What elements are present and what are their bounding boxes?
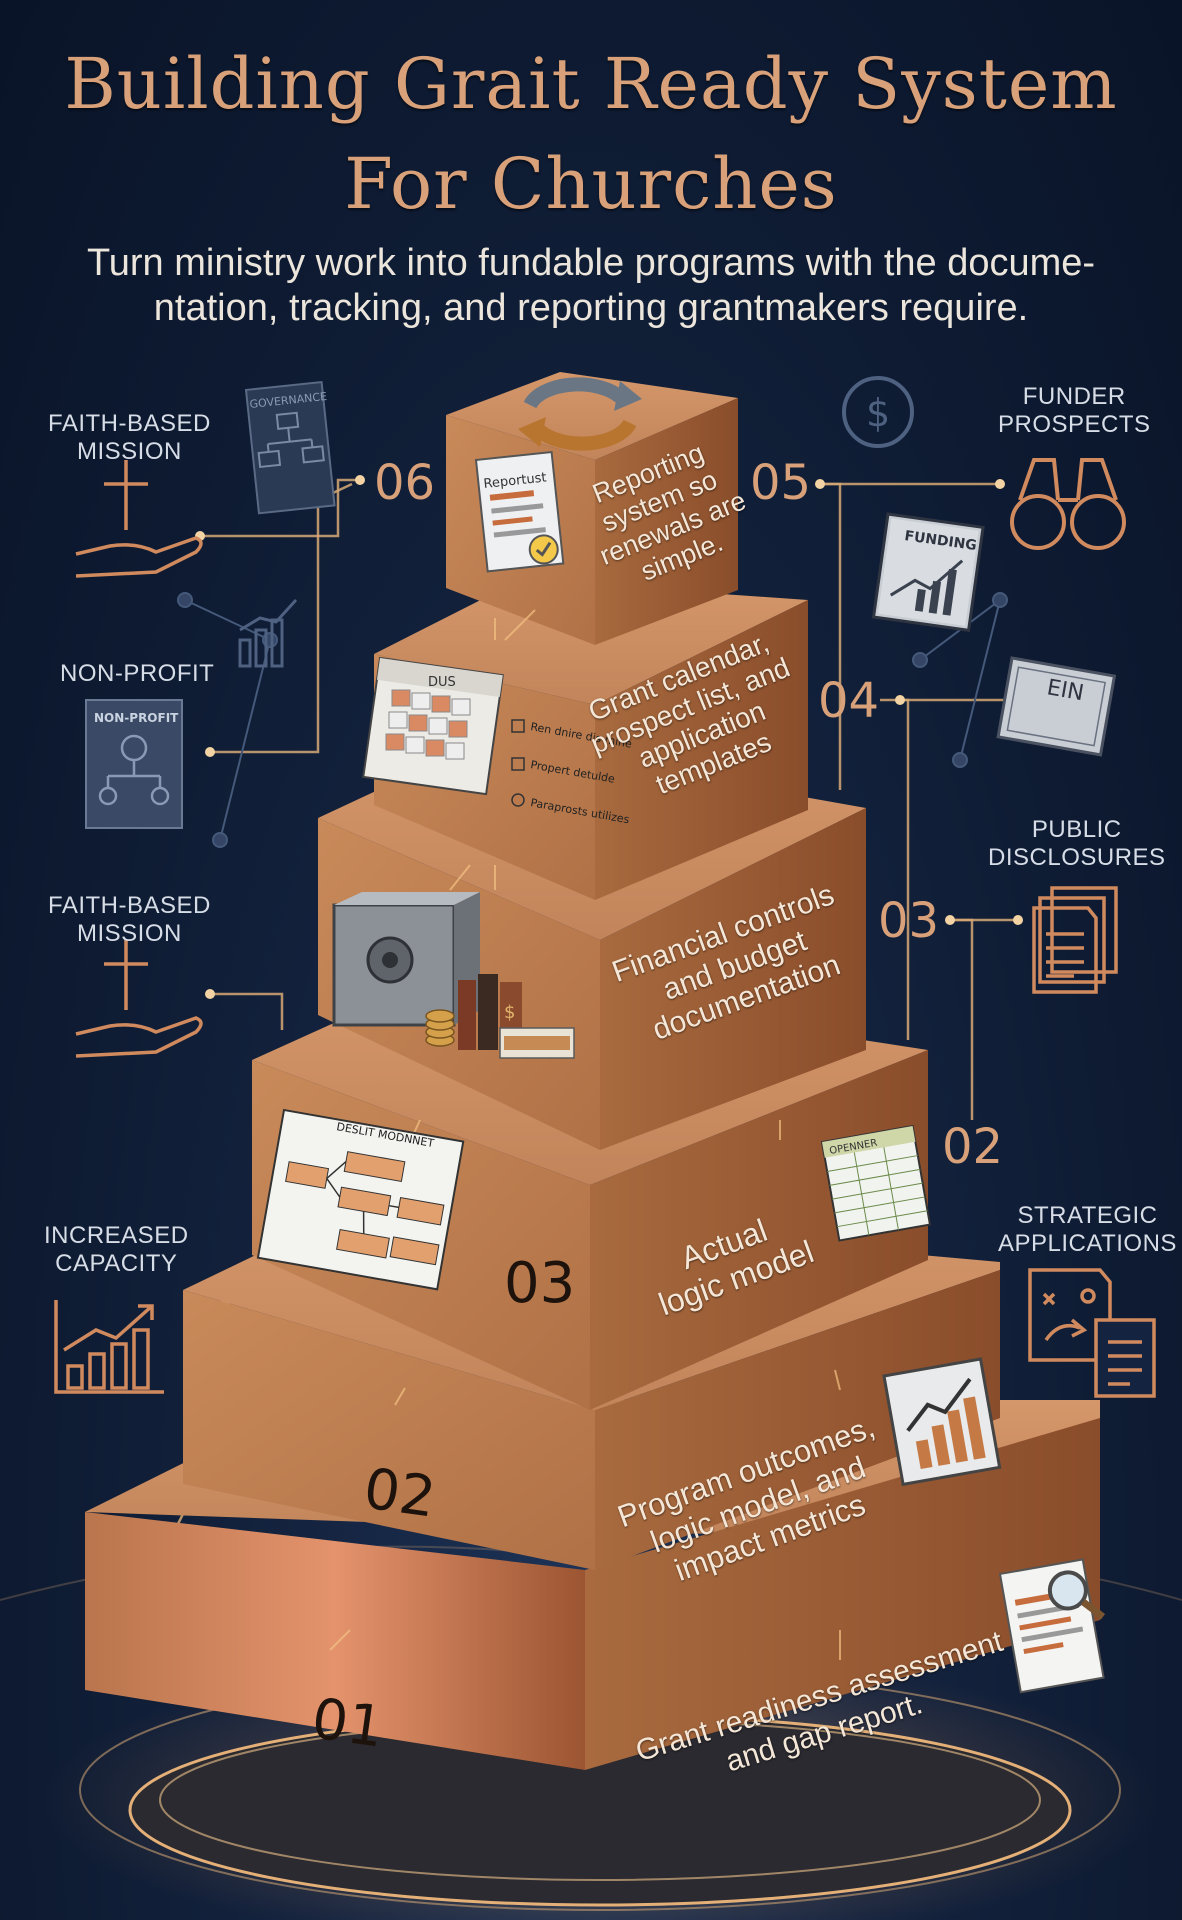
books-icon: $	[458, 974, 575, 1059]
step-number-06: 06	[374, 455, 436, 511]
nonprofit-card-label: NON-PROFIT	[94, 711, 179, 725]
documents-icon	[1032, 886, 1118, 994]
governance-card-icon	[244, 380, 336, 515]
spreadsheet-icon	[820, 1124, 932, 1242]
report-label: Reportust	[483, 470, 547, 492]
step-number-02: 02	[942, 1119, 1004, 1175]
subtitle-line-1: Turn ministry work into fundable program…	[86, 242, 1096, 284]
report-document-icon	[474, 450, 565, 573]
svg-text:$: $	[504, 1002, 515, 1023]
page-title-line-2: For Churches	[344, 143, 838, 225]
funding-card-icon	[871, 512, 985, 633]
step-number-04: 04	[818, 673, 880, 729]
refresh-icon	[518, 377, 642, 451]
bar-growth-icon	[54, 1300, 164, 1394]
step-number-03: 03	[878, 893, 940, 949]
coins-icon	[425, 1009, 455, 1047]
calendar-grid	[385, 689, 471, 760]
org-chart-card-icon	[85, 699, 183, 829]
cross-hand-icon	[75, 460, 203, 578]
safe-icon	[332, 892, 480, 1027]
subtitle-line-2: ntation, tracking, and reporting grantma…	[153, 287, 1029, 329]
left-label-nonprofit: NON-PROFIT	[60, 660, 215, 687]
faint-bar-chart-icon	[238, 598, 298, 668]
dollar-circle-icon: $	[842, 376, 914, 448]
growth-chart-icon	[882, 1357, 1002, 1487]
logic-model-chart	[256, 1108, 465, 1291]
magnifier-report-icon	[998, 1558, 1106, 1694]
network-nodes	[177, 592, 1008, 848]
box-seams	[329, 609, 841, 1660]
calendar-label: DUS	[428, 675, 456, 690]
step-number-05: 05	[750, 455, 812, 511]
ein-certificate-icon	[996, 656, 1117, 757]
box-03-number: 03	[504, 1251, 576, 1316]
cross-hand-icon	[75, 940, 203, 1058]
binoculars-icon	[1010, 458, 1126, 550]
box-01-number: 01	[307, 1686, 388, 1761]
svg-text:$: $	[866, 391, 890, 435]
page-title-line-1: Building Grait Ready System	[64, 43, 1118, 125]
box-02-number: 02	[359, 1456, 440, 1531]
strategy-docs-icon	[1028, 1268, 1156, 1398]
